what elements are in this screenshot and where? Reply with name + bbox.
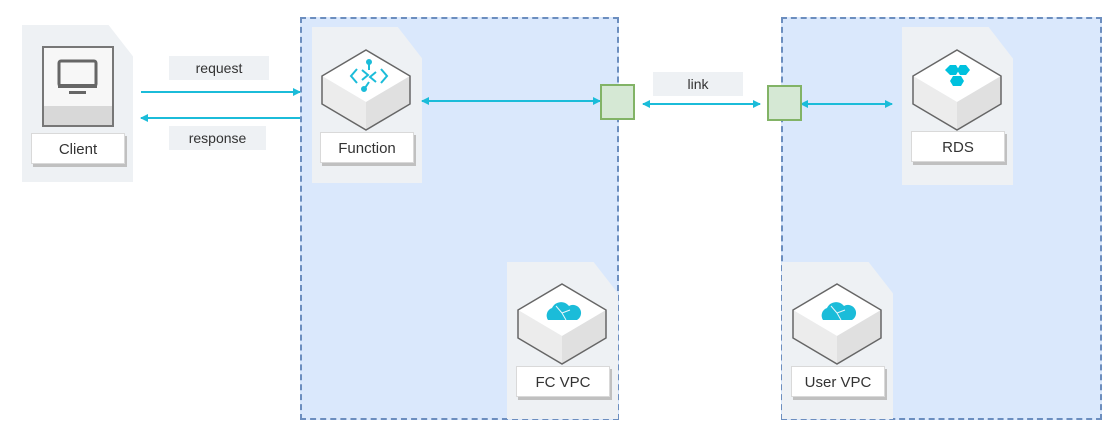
client-label: Client — [31, 133, 125, 164]
user-vpc-cube — [792, 283, 882, 365]
user-vpc-port[interactable] — [767, 85, 802, 121]
function-code-icon — [349, 59, 389, 92]
vpc-cloud-icon — [546, 302, 582, 321]
rds-database-icon — [945, 65, 970, 86]
rds-label: RDS — [911, 131, 1005, 162]
fc-vpc-label: FC VPC — [516, 366, 610, 397]
fc-vpc-port[interactable] — [600, 84, 635, 120]
request-edge-label: request — [169, 56, 269, 80]
function-label: Function — [320, 132, 414, 163]
monitor-icon — [42, 46, 114, 127]
user-vpc-label: User VPC — [791, 366, 885, 397]
vpc-cloud-icon — [821, 302, 857, 321]
link-edge-label: link — [653, 72, 743, 96]
rds-cube — [912, 49, 1002, 131]
fc-vpc-cube — [517, 283, 607, 365]
response-edge-label: response — [169, 126, 266, 150]
